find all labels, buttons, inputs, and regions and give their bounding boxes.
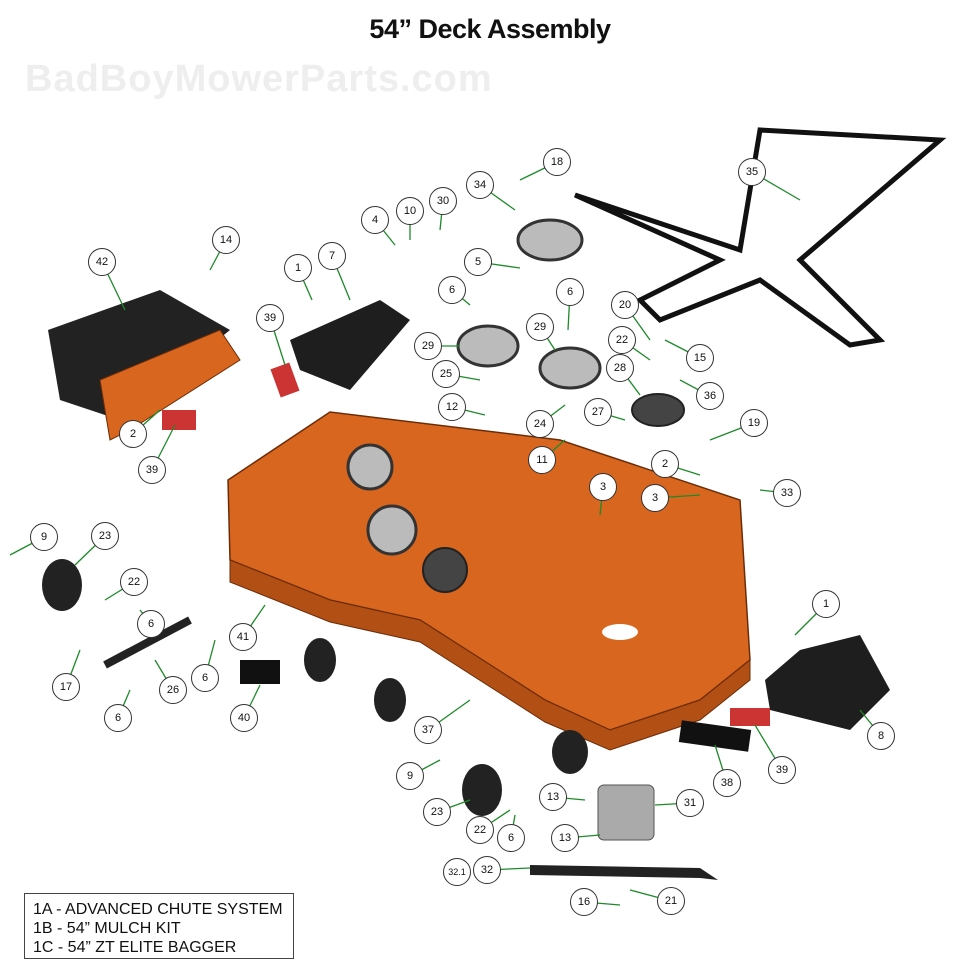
part-callout: 20 — [611, 291, 639, 319]
part-callout: 23 — [423, 798, 451, 826]
idler-pulley — [456, 324, 520, 368]
legend-item: 1B - 54” MULCH KIT — [33, 920, 181, 937]
part-callout: 2 — [651, 450, 679, 478]
part-callout: 6 — [137, 610, 165, 638]
bagger-hood — [48, 290, 230, 420]
part-callout: 23 — [91, 522, 119, 550]
idler-pulley — [538, 346, 602, 390]
part-callout: 17 — [52, 673, 80, 701]
part-callout: 36 — [696, 382, 724, 410]
part-callout: 6 — [556, 278, 584, 306]
part-callout: 12 — [438, 393, 466, 421]
chute — [765, 635, 890, 730]
part-callout: 18 — [543, 148, 571, 176]
wheel — [374, 678, 406, 722]
part-callout: 19 — [740, 409, 768, 437]
belt — [573, 127, 947, 348]
part-callout: 25 — [432, 360, 460, 388]
part-callout: 22 — [608, 326, 636, 354]
idler-pulley — [516, 218, 584, 262]
wheel — [304, 638, 336, 682]
decal — [678, 720, 752, 752]
part-callout: 6 — [497, 824, 525, 852]
watermark-text: BadBoyMowerParts.com — [25, 58, 493, 100]
wheel — [42, 559, 82, 611]
idler-pulley — [631, 393, 685, 427]
page-title: 54” Deck Assembly — [369, 14, 611, 44]
part-callout: 1 — [284, 254, 312, 282]
part-callout: 32 — [473, 856, 501, 884]
part-callout: 3 — [641, 484, 669, 512]
part-callout: 9 — [396, 762, 424, 790]
bagger-bracket — [99, 329, 241, 441]
part-callout: 32.1 — [443, 858, 471, 886]
part-callout: 16 — [570, 888, 598, 916]
part-callout: 22 — [466, 816, 494, 844]
decal — [162, 410, 196, 430]
part-callout: 31 — [676, 789, 704, 817]
decal — [240, 660, 280, 684]
part-callout: 9 — [30, 523, 58, 551]
blade — [530, 865, 718, 880]
part-callout: 7 — [318, 242, 346, 270]
part-callout: 39 — [768, 756, 796, 784]
part-callout: 37 — [414, 716, 442, 744]
wheel — [552, 730, 588, 774]
spindle — [597, 784, 655, 841]
part-callout: 15 — [686, 344, 714, 372]
part-callout: 13 — [539, 783, 567, 811]
spindle-hole — [602, 624, 638, 640]
part-callout: 41 — [229, 623, 257, 651]
part-callout: 24 — [526, 410, 554, 438]
part-callout: 42 — [88, 248, 116, 276]
part-callout: 8 — [867, 722, 895, 750]
part-callout: 29 — [526, 313, 554, 341]
legend-item: 1A - ADVANCED CHUTE SYSTEM — [33, 901, 283, 918]
part-callout: 35 — [738, 158, 766, 186]
part-callout: 10 — [396, 197, 424, 225]
pulley — [366, 504, 418, 556]
part-callout: 33 — [773, 479, 801, 507]
part-callout: 39 — [256, 304, 284, 332]
part-callout: 40 — [230, 704, 258, 732]
part-callout: 4 — [361, 206, 389, 234]
chute — [290, 300, 410, 390]
part-callout: 28 — [606, 354, 634, 382]
kit-legend: 1A - ADVANCED CHUTE SYSTEM 1B - 54” MULC… — [24, 893, 294, 959]
wheel — [462, 764, 502, 816]
part-callout: 30 — [429, 187, 457, 215]
decal — [270, 362, 300, 398]
part-callout: 6 — [438, 276, 466, 304]
part-callout: 6 — [104, 704, 132, 732]
deck-skirt — [229, 559, 751, 751]
part-callout: 5 — [464, 248, 492, 276]
part-callout: 39 — [138, 456, 166, 484]
part-callout: 38 — [713, 769, 741, 797]
part-callout: 34 — [466, 171, 494, 199]
part-callout: 13 — [551, 824, 579, 852]
part-callout: 29 — [414, 332, 442, 360]
part-callout: 27 — [584, 398, 612, 426]
part-callout: 22 — [120, 568, 148, 596]
part-callout: 2 — [119, 420, 147, 448]
pulley — [422, 547, 468, 593]
part-callout: 11 — [528, 446, 556, 474]
part-callout: 3 — [589, 473, 617, 501]
roller-arm — [103, 616, 192, 669]
part-callout: 1 — [812, 590, 840, 618]
pulley — [346, 443, 394, 491]
part-callout: 14 — [212, 226, 240, 254]
decal — [730, 708, 770, 726]
part-callout: 6 — [191, 664, 219, 692]
legend-item: 1C - 54” ZT ELITE BAGGER — [33, 939, 237, 956]
part-callout: 26 — [159, 676, 187, 704]
part-callout: 21 — [657, 887, 685, 915]
